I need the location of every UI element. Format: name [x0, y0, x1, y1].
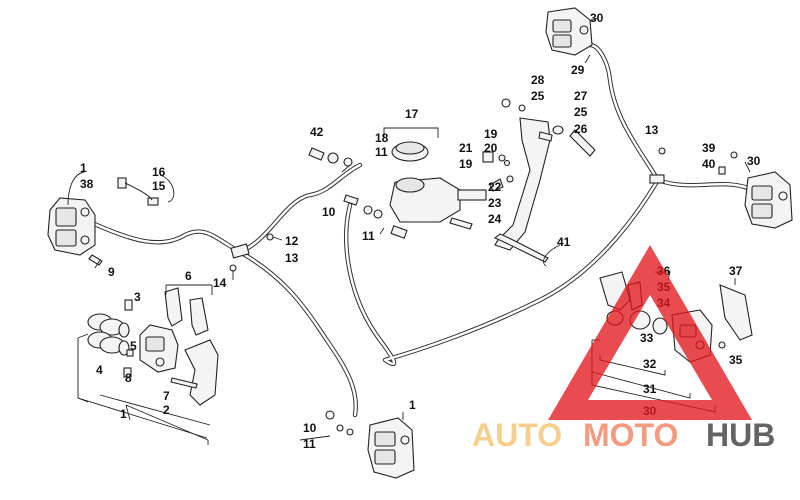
watermark-moto: MOTO [583, 417, 678, 453]
watermark-auto: AUTO [472, 417, 562, 453]
callout-11-bottom: 11 [303, 437, 316, 451]
callout-21: 21 [459, 141, 473, 155]
callout-1-exploded: 1 [120, 407, 127, 421]
watermark-hub: HUB [706, 417, 775, 453]
callout-5: 5 [130, 339, 137, 353]
callout-23: 23 [488, 196, 502, 210]
callout-8: 8 [125, 371, 132, 385]
callout-13-left: 13 [285, 251, 299, 265]
callout-9: 9 [108, 265, 115, 279]
callout-39: 39 [702, 141, 716, 155]
callout-37: 37 [729, 264, 743, 278]
callout-28: 28 [531, 73, 545, 87]
callout-13-right: 13 [645, 123, 659, 137]
callout-11-master: 11 [362, 229, 375, 243]
callout-38: 38 [80, 177, 94, 191]
callout-18: 18 [375, 131, 389, 145]
callout-15: 15 [152, 179, 166, 193]
callout-19-top: 19 [484, 127, 498, 141]
brake-pedal [493, 98, 596, 263]
callout-29: 29 [571, 63, 585, 77]
callout-6: 6 [185, 269, 192, 283]
watermark-triangle [548, 245, 752, 420]
callout-40: 40 [702, 157, 716, 171]
watermark-logo: AUTO MOTO HUB [472, 245, 775, 453]
callout-20: 20 [484, 141, 498, 155]
callout-32: 32 [643, 357, 657, 371]
callout-31: 31 [643, 382, 657, 396]
callout-1-bottom: 1 [409, 398, 416, 412]
callout-3: 3 [134, 290, 141, 304]
bottom-caliper [325, 410, 415, 479]
leader-lines [67, 17, 751, 445]
callout-7: 7 [163, 389, 170, 403]
callout-33: 33 [640, 331, 654, 345]
callout-41: 41 [557, 235, 571, 249]
callout-30-top: 30 [590, 11, 604, 25]
callout-12: 12 [285, 234, 299, 248]
callout-27: 27 [574, 89, 588, 103]
callout-1-left-caliper: 1 [80, 161, 87, 175]
callout-26: 26 [574, 122, 588, 136]
right-caliper [649, 147, 793, 229]
master-cylinder [308, 141, 514, 239]
callout-10-bottom: 10 [303, 421, 317, 435]
callout-10-master: 10 [322, 205, 336, 219]
caliper-exploded [87, 287, 219, 406]
callout-17: 17 [405, 107, 419, 121]
callout-14: 14 [213, 276, 227, 290]
callout-25-right: 25 [574, 105, 588, 119]
callout-22: 22 [488, 180, 502, 194]
callout-24: 24 [488, 212, 502, 226]
callout-16: 16 [152, 165, 166, 179]
callout-30-right: 30 [747, 154, 761, 168]
callout-11-top: 11 [375, 145, 388, 159]
brake-lines [87, 42, 751, 418]
callout-42: 42 [310, 125, 324, 139]
upper-right-caliper [545, 7, 593, 56]
left-caliper [47, 177, 159, 266]
callout-25-left: 25 [531, 89, 545, 103]
junction-block [229, 233, 274, 272]
callout-4: 4 [96, 363, 103, 377]
callout-19-bottom: 19 [459, 157, 473, 171]
callout-2: 2 [163, 403, 170, 417]
callout-35-bottom: 35 [729, 353, 743, 367]
